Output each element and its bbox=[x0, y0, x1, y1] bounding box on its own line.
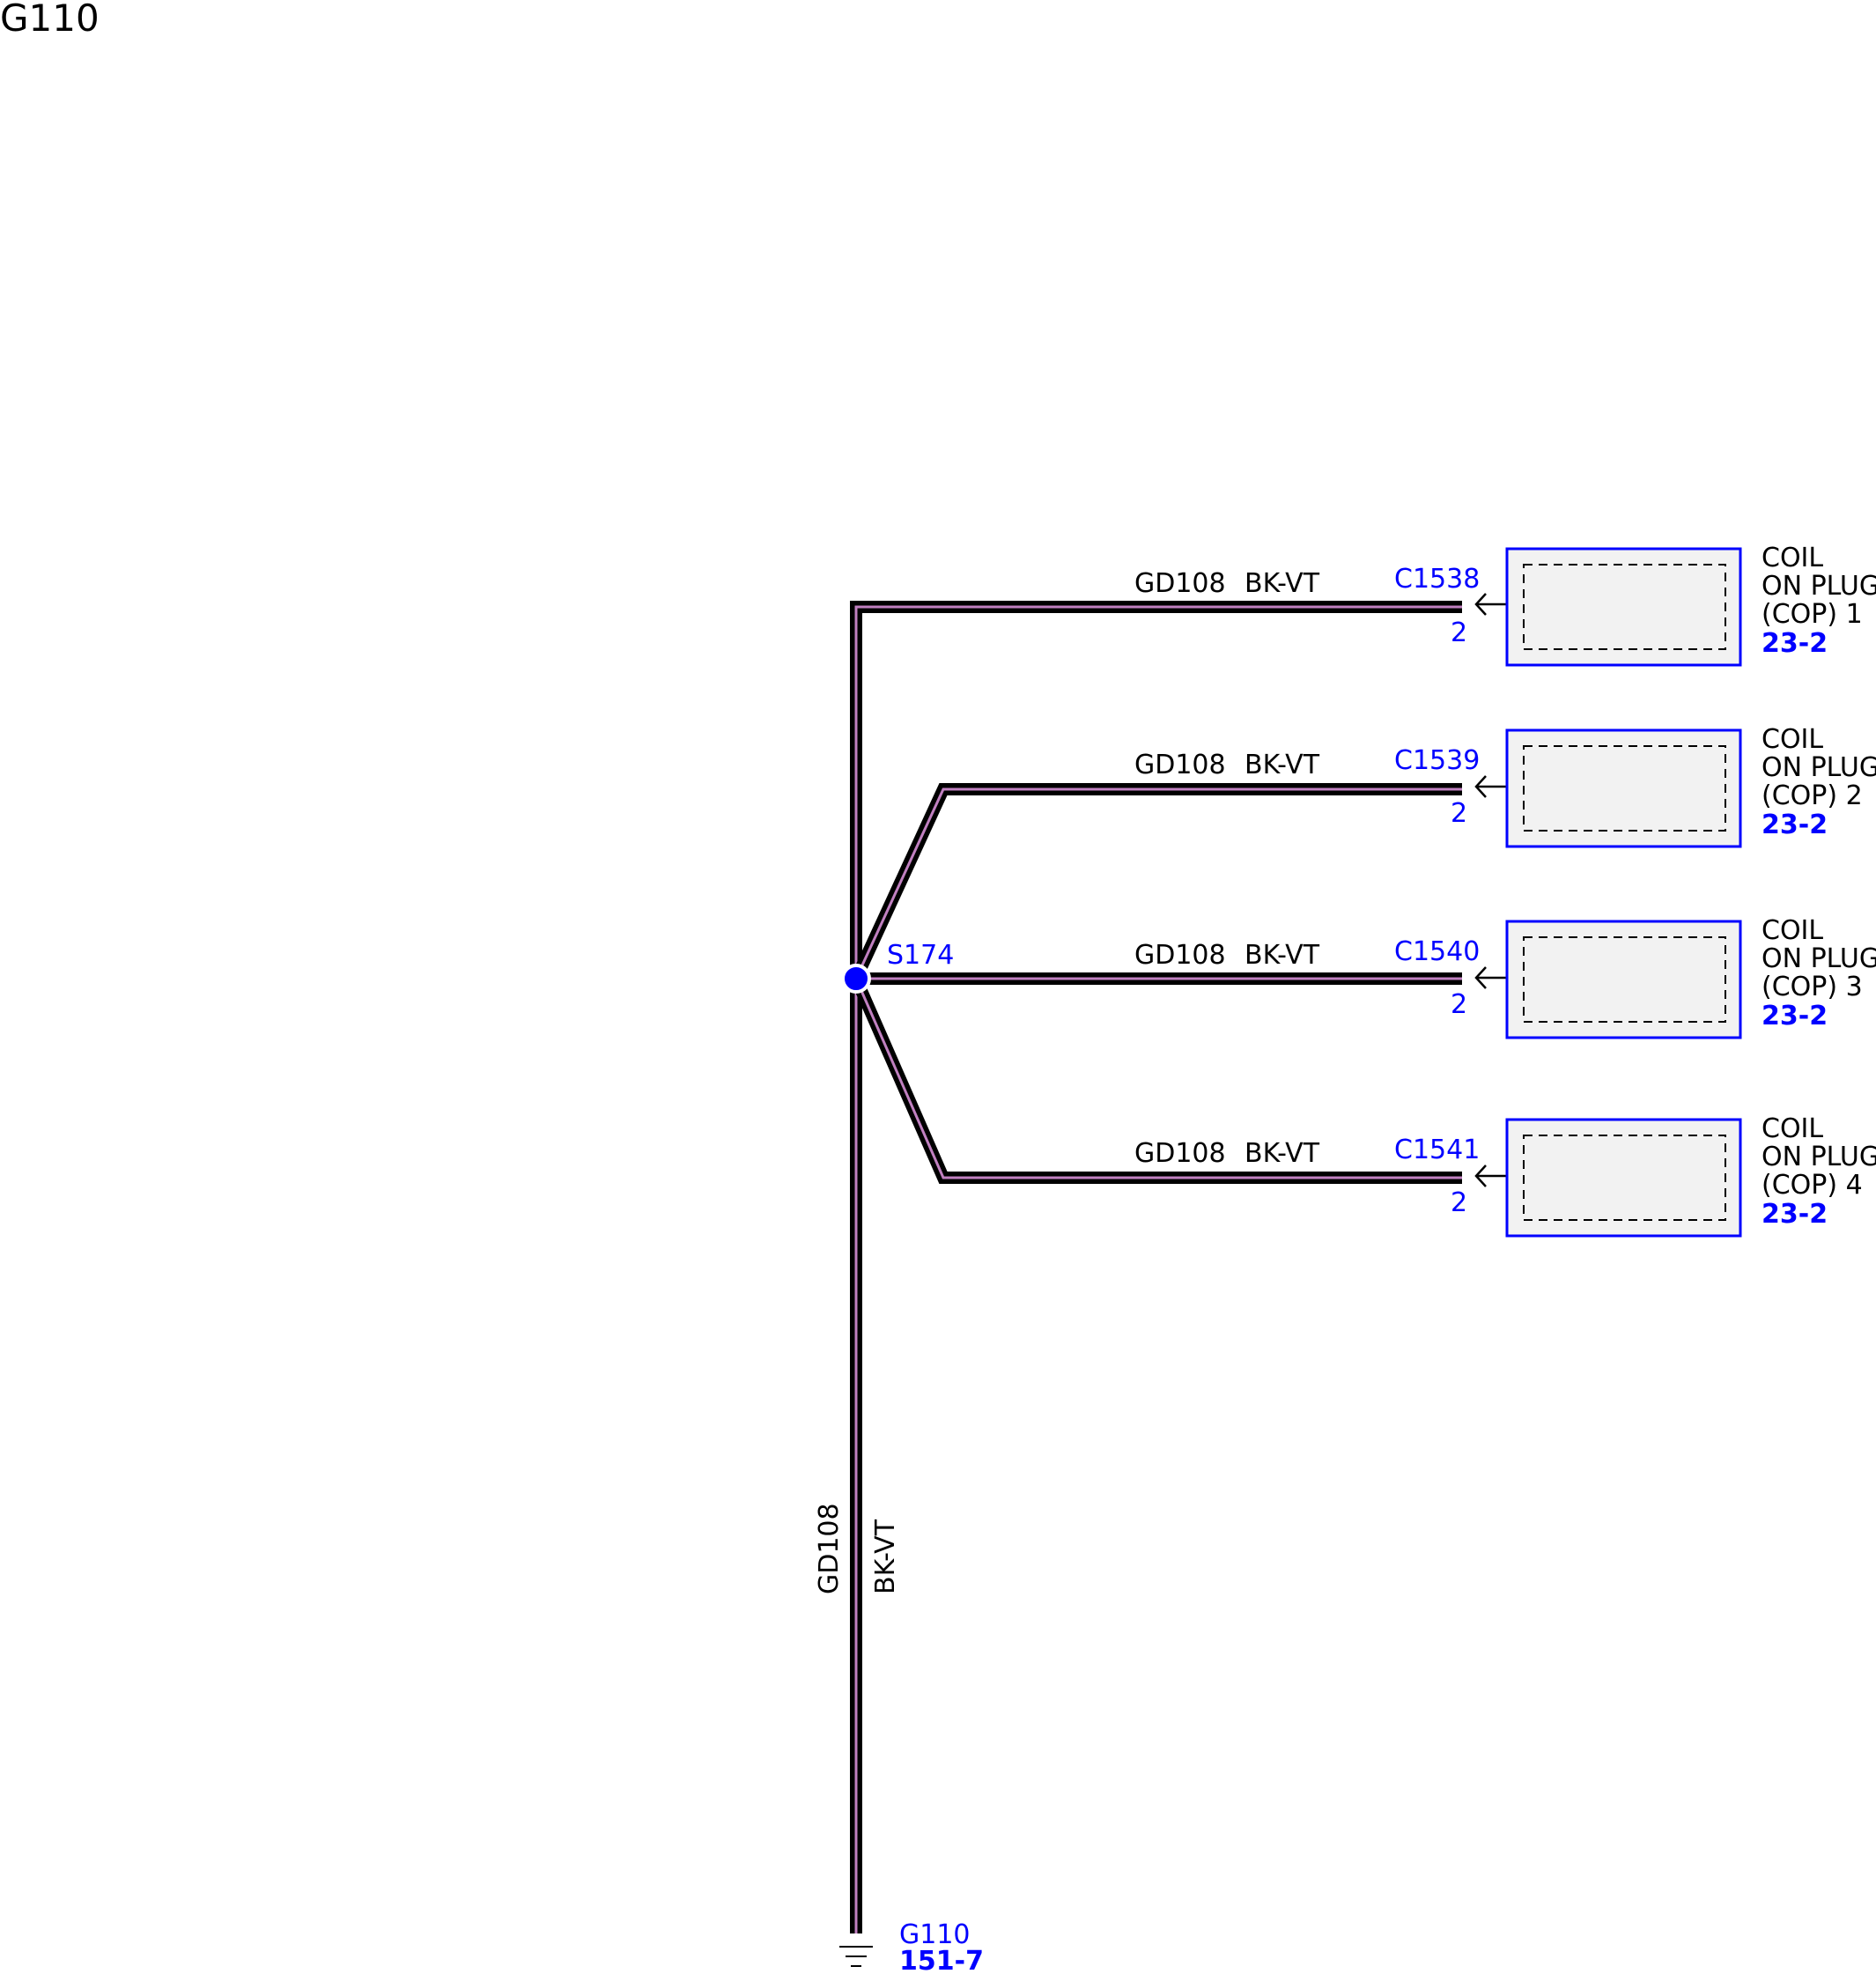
component-label-line2: ON PLUG bbox=[1762, 1142, 1876, 1172]
splice-dot[interactable] bbox=[841, 964, 871, 994]
branch-1: GD108 BK-VT C1538 2 COIL ON PLUG (COP) 1… bbox=[1134, 543, 1876, 667]
wire-circuit-label: GD108 bbox=[1134, 1138, 1226, 1169]
ground-ref-link[interactable]: 151-7 bbox=[899, 1946, 984, 1974]
connector-label: C1539 bbox=[1394, 745, 1480, 776]
component-box[interactable] bbox=[1505, 920, 1742, 1039]
wire-color-label: BK-VT bbox=[1245, 750, 1320, 780]
pin-label: 2 bbox=[1451, 617, 1467, 648]
ground-icon bbox=[839, 1946, 873, 1967]
pin-label: 2 bbox=[1451, 798, 1467, 829]
component-box[interactable] bbox=[1505, 728, 1742, 848]
trunk-color-label: BK-VT bbox=[870, 1519, 901, 1594]
splice-label: S174 bbox=[887, 940, 954, 971]
component-label-line1: COIL bbox=[1762, 915, 1823, 946]
component-label-line3: (COP) 3 bbox=[1762, 972, 1863, 1002]
component-box[interactable] bbox=[1505, 547, 1742, 667]
wire-circuit-label: GD108 bbox=[1134, 568, 1226, 599]
component-label-line3: (COP) 4 bbox=[1762, 1170, 1863, 1201]
ground-id-label: G110 bbox=[899, 1919, 971, 1950]
trunk-wire[interactable] bbox=[850, 601, 1462, 1933]
component-label-line1: COIL bbox=[1762, 724, 1823, 755]
page-title: G110 bbox=[0, 0, 100, 40]
trunk-circuit-label: GD108 bbox=[814, 1503, 845, 1594]
connector-label: C1538 bbox=[1394, 564, 1480, 595]
component-label-line1: COIL bbox=[1762, 1113, 1823, 1144]
branch-wire-4[interactable] bbox=[850, 976, 1462, 1184]
component-ref-link[interactable]: 23-2 bbox=[1762, 810, 1828, 840]
branch-4: GD108 BK-VT C1541 2 COIL ON PLUG (COP) 4… bbox=[1134, 1113, 1876, 1238]
pin-label: 2 bbox=[1451, 1187, 1467, 1218]
component-label-line3: (COP) 2 bbox=[1762, 780, 1863, 811]
component-label-line2: ON PLUG bbox=[1762, 943, 1876, 974]
pin-label: 2 bbox=[1451, 989, 1467, 1020]
wire-color-label: BK-VT bbox=[1245, 1138, 1320, 1169]
connector-label: C1541 bbox=[1394, 1135, 1480, 1165]
component-label-line3: (COP) 1 bbox=[1762, 599, 1863, 630]
wire-color-label: BK-VT bbox=[1245, 940, 1320, 971]
component-label-line2: ON PLUG bbox=[1762, 571, 1876, 602]
branch-wire-2[interactable] bbox=[850, 783, 1462, 981]
wire-circuit-label: GD108 bbox=[1134, 940, 1226, 971]
component-label-line1: COIL bbox=[1762, 543, 1823, 573]
component-box[interactable] bbox=[1505, 1118, 1742, 1238]
component-label-line2: ON PLUG bbox=[1762, 752, 1876, 783]
branch-2: GD108 BK-VT C1539 2 COIL ON PLUG (COP) 2… bbox=[1134, 724, 1876, 848]
component-ref-link[interactable]: 23-2 bbox=[1762, 1199, 1828, 1230]
branch-3: GD108 BK-VT C1540 2 COIL ON PLUG (COP) 3… bbox=[1134, 915, 1876, 1039]
component-ref-link[interactable]: 23-2 bbox=[1762, 628, 1828, 659]
wire-circuit-label: GD108 bbox=[1134, 750, 1226, 780]
wire-color-label: BK-VT bbox=[1245, 568, 1320, 599]
component-ref-link[interactable]: 23-2 bbox=[1762, 1001, 1828, 1031]
connector-label: C1540 bbox=[1394, 936, 1480, 967]
